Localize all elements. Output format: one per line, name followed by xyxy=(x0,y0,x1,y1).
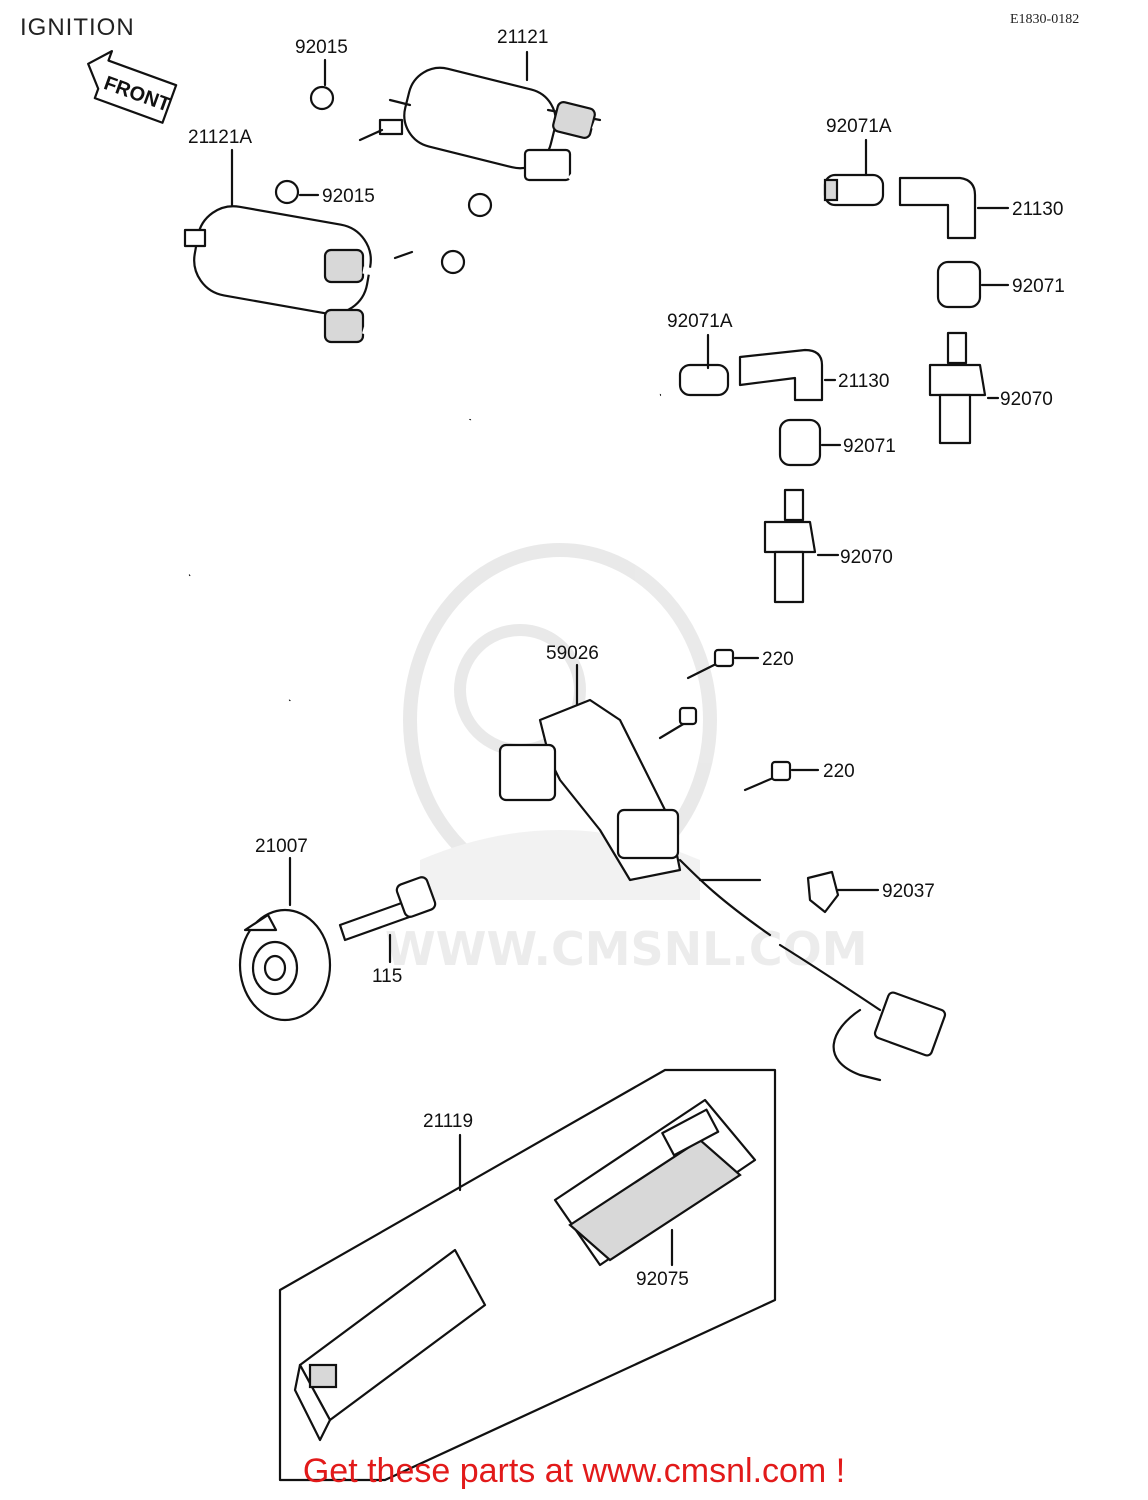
ignition-coil-21121 xyxy=(309,66,602,218)
bolt-220-upper xyxy=(686,648,735,680)
callout-220-upper: 220 xyxy=(762,649,794,670)
callout-21130-lower: 21130 xyxy=(838,371,889,392)
bolt-115 xyxy=(338,876,437,942)
plug-cap-21130-lower xyxy=(738,348,824,402)
spark-plug-92070-upper xyxy=(928,331,987,445)
callout-92071-lower: 92071 xyxy=(843,436,896,457)
leader-lines xyxy=(230,50,1010,1267)
spark-plug-92070-lower xyxy=(763,488,817,604)
suppressor-92071-lower xyxy=(778,418,822,467)
plug-cap-21130-upper xyxy=(898,176,977,240)
igniter-box-21119 xyxy=(278,1068,777,1482)
timing-advancer-21007 xyxy=(238,908,332,1022)
callout-92071A-upper: 92071A xyxy=(826,116,892,137)
pickup-coil-59026 xyxy=(498,698,947,1082)
diagram-code: E1830-0182 xyxy=(1010,12,1080,27)
callout-92037: 92037 xyxy=(882,881,935,902)
callout-92071-upper: 92071 xyxy=(1012,276,1065,297)
diagram-title: IGNITION xyxy=(20,14,135,41)
bolt-220-lower xyxy=(743,760,792,792)
callout-220-lower: 220 xyxy=(823,761,855,782)
ht-leads xyxy=(188,121,832,703)
callout-92070-upper: 92070 xyxy=(1000,389,1053,410)
callout-labels: 92015 21121 21121A 92015 92071A 21130 92… xyxy=(188,27,1065,1290)
callout-92015-upper: 92015 xyxy=(295,37,348,58)
callout-21119: 21119 xyxy=(423,1111,473,1132)
callout-92075: 92075 xyxy=(636,1269,689,1290)
plug-cap-92071A-upper xyxy=(823,173,885,207)
clamp-92037 xyxy=(806,870,840,914)
ignition-coil-21121A xyxy=(183,179,466,344)
callout-92015-lower: 92015 xyxy=(322,186,375,207)
cmsnl-watermark: WWW.CMSNL.COM xyxy=(385,543,868,976)
watermark-url: WWW.CMSNL.COM xyxy=(385,922,868,976)
callout-92070-lower: 92070 xyxy=(840,547,893,568)
front-arrow: FRONT xyxy=(87,50,178,124)
callout-59026: 59026 xyxy=(546,643,599,664)
plug-cap-92071A-lower xyxy=(678,363,730,397)
callout-21130-upper: 21130 xyxy=(1012,199,1063,220)
callout-21121: 21121 xyxy=(497,27,548,48)
callout-21121A: 21121A xyxy=(188,127,252,148)
callout-21007: 21007 xyxy=(255,836,308,857)
footer-link-text[interactable]: Get these parts at www.cmsnl.com ! xyxy=(302,1452,846,1490)
bolt-220-mid xyxy=(658,706,698,740)
callout-92071A-lower: 92071A xyxy=(667,311,733,332)
callout-115: 115 xyxy=(372,966,402,987)
suppressor-92071-upper xyxy=(936,260,982,309)
